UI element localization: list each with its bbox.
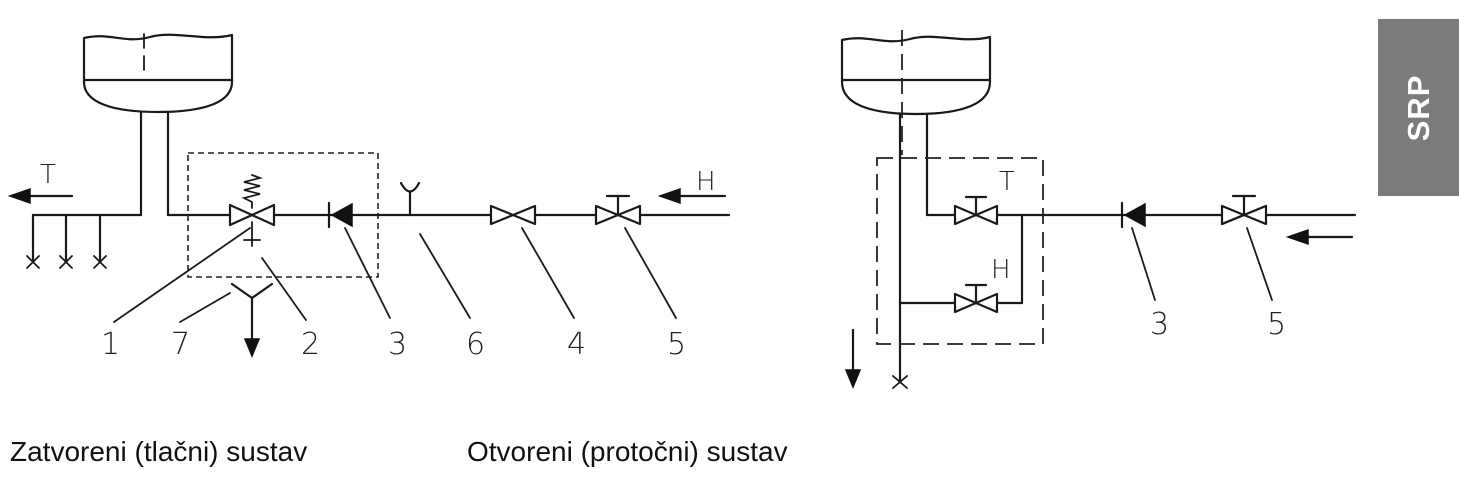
part-number-4: 4 [567, 327, 586, 362]
part-number-7: 7 [171, 327, 190, 362]
lower-valve [953, 283, 999, 314]
right-check-valve [1120, 201, 1146, 229]
srp-badge: SRP [1378, 19, 1459, 196]
drain-funnel [230, 282, 274, 358]
lower-valve-label: H [991, 255, 1011, 285]
open-system-caption: Otvoreni (protočni) sustav [467, 436, 788, 467]
right-drain-cross [892, 375, 908, 389]
incoming-flow-arrow [657, 187, 727, 205]
open-system: T H [840, 30, 1357, 389]
upper-valve [953, 195, 999, 226]
part-number-1: 1 [101, 327, 120, 362]
shutoff-valve [489, 204, 537, 226]
closed-system-caption: Zatvoreni (tlačni) sustav [10, 436, 308, 467]
tap-crosses [26, 255, 107, 269]
right-drain-arrow [844, 328, 862, 389]
safety-group-box [187, 152, 379, 278]
right-leader-3 [1131, 227, 1156, 301]
stop-valve [594, 194, 642, 226]
left-expansion-tank [82, 33, 234, 114]
right-leader-5 [1246, 227, 1273, 301]
right-part-number-5: 5 [1267, 307, 1286, 342]
outgoing-flow-arrow [7, 187, 74, 205]
part-number-5: 5 [667, 327, 686, 362]
leader-lines [113, 227, 677, 323]
closed-system: T [7, 33, 731, 362]
incoming-flow-label: H [696, 167, 716, 197]
test-point [399, 181, 421, 217]
upper-valve-label: T [999, 167, 1015, 197]
valve-group-box [876, 157, 1044, 345]
part-number-6: 6 [466, 327, 485, 362]
safety-valve [228, 174, 276, 247]
outgoing-flow-label: T [40, 160, 56, 190]
right-part-number-3: 3 [1150, 307, 1169, 342]
part-number-2: 2 [301, 327, 320, 362]
srp-badge-text: SRP [1400, 74, 1436, 141]
right-expansion-tank [840, 30, 992, 155]
check-valve [327, 201, 353, 229]
part-number-3: 3 [388, 327, 407, 362]
right-stop-valve [1220, 194, 1268, 226]
right-incoming-arrow [1285, 228, 1354, 246]
